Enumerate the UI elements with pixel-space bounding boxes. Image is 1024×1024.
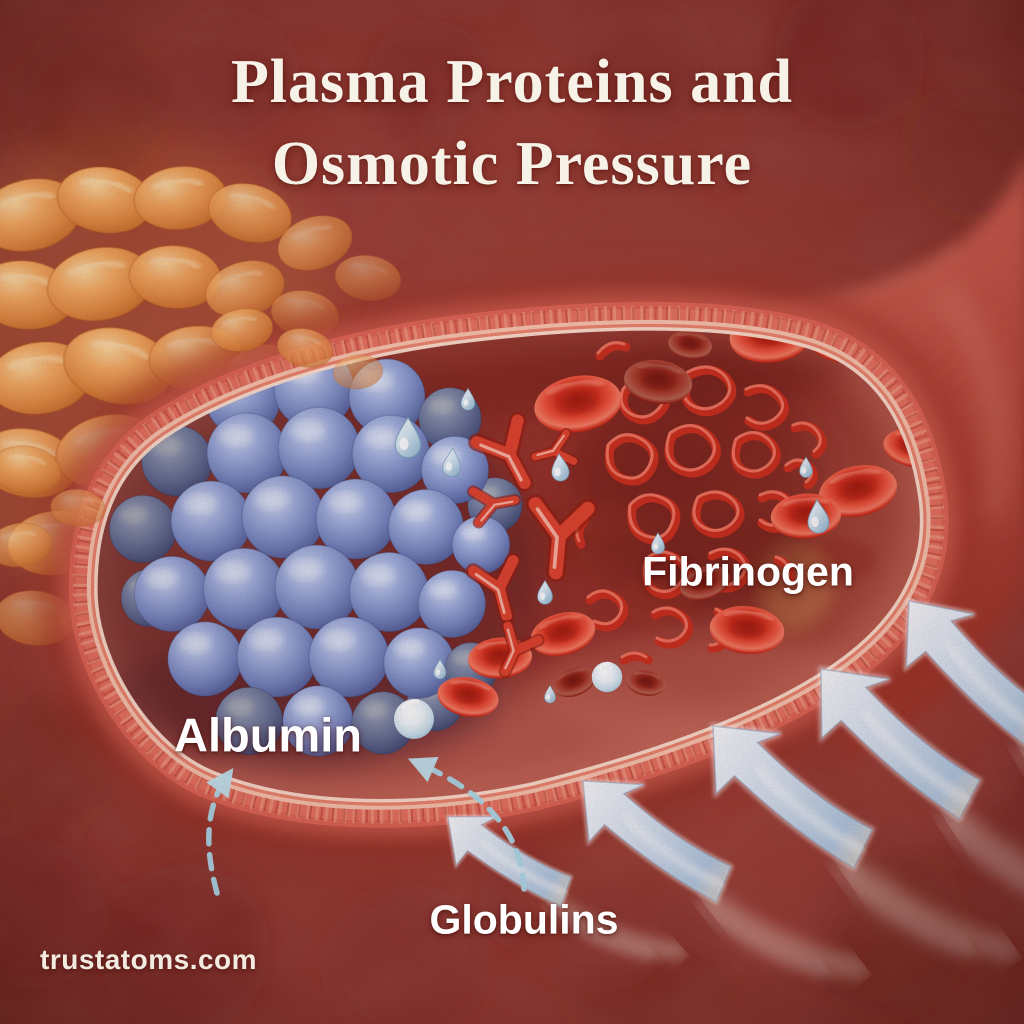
page-title: Plasma Proteins and Osmotic Pressure: [0, 42, 1024, 206]
fibrinogen-label: Fibrinogen: [642, 548, 854, 595]
site-watermark: trustatoms.com: [40, 944, 258, 975]
albumin-label: Albumin: [174, 708, 362, 762]
title-line-2: Osmotic Pressure: [271, 129, 753, 198]
title-line-1: Plasma Proteins and: [230, 48, 794, 116]
globulins-label: Globulins: [429, 896, 619, 943]
